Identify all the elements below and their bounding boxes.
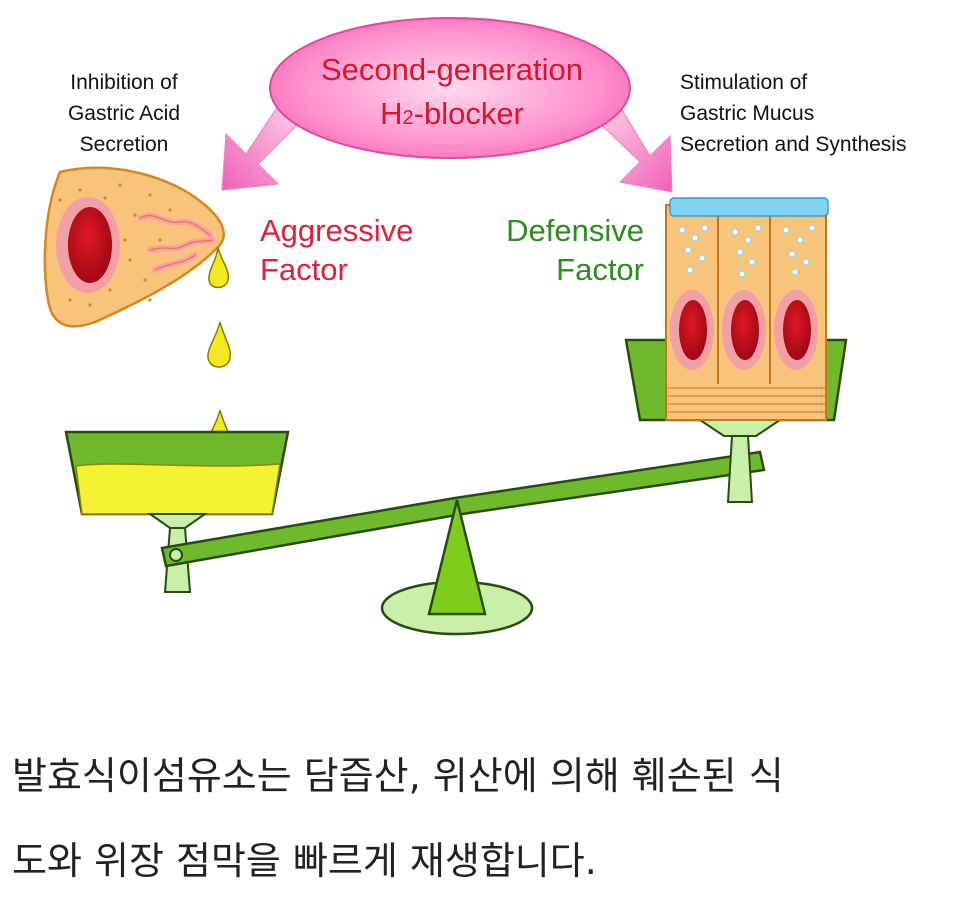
- svg-text:Inhibition of: Inhibition of: [70, 71, 178, 94]
- acid-drop-icon: [207, 247, 232, 456]
- svg-text:Factor: Factor: [260, 252, 348, 287]
- left-note: Inhibition of Gastric Acid Secretion: [68, 71, 180, 156]
- drug-label-line2: H2-blocker: [380, 96, 524, 131]
- svg-text:Gastric Mucus: Gastric Mucus: [680, 102, 814, 125]
- svg-text:Stimulation of: Stimulation of: [680, 71, 807, 94]
- drug-ellipse: Second-generation H2-blocker: [269, 17, 631, 159]
- mucus-cells-icon: [665, 197, 829, 421]
- defensive-factor-label: Defensive Factor: [506, 213, 644, 287]
- svg-text:Secretion: Secretion: [80, 133, 169, 156]
- svg-text:Factor: Factor: [556, 252, 644, 287]
- left-pan: [64, 430, 290, 593]
- fulcrum: [380, 499, 534, 636]
- svg-text:Defensive: Defensive: [506, 213, 644, 248]
- balance-diagram: Second-generation H2-blocker Inhibition …: [43, 17, 906, 636]
- drug-label-line1: Second-generation: [321, 52, 583, 87]
- caption-line-1: 발효식이섬유소는 담즙산, 위산에 의해 훼손된 식: [12, 754, 784, 798]
- parietal-cell-icon: [43, 166, 225, 328]
- aggressive-factor-label: Aggressive Factor: [260, 213, 413, 287]
- svg-text:Aggressive: Aggressive: [260, 213, 413, 248]
- caption-line-2: 도와 위장 점막을 빠르게 재생합니다.: [12, 839, 597, 883]
- svg-text:Secretion and Synthesis: Secretion and Synthesis: [680, 133, 906, 156]
- right-note: Stimulation of Gastric Mucus Secretion a…: [680, 71, 906, 156]
- svg-text:Gastric Acid: Gastric Acid: [68, 102, 180, 125]
